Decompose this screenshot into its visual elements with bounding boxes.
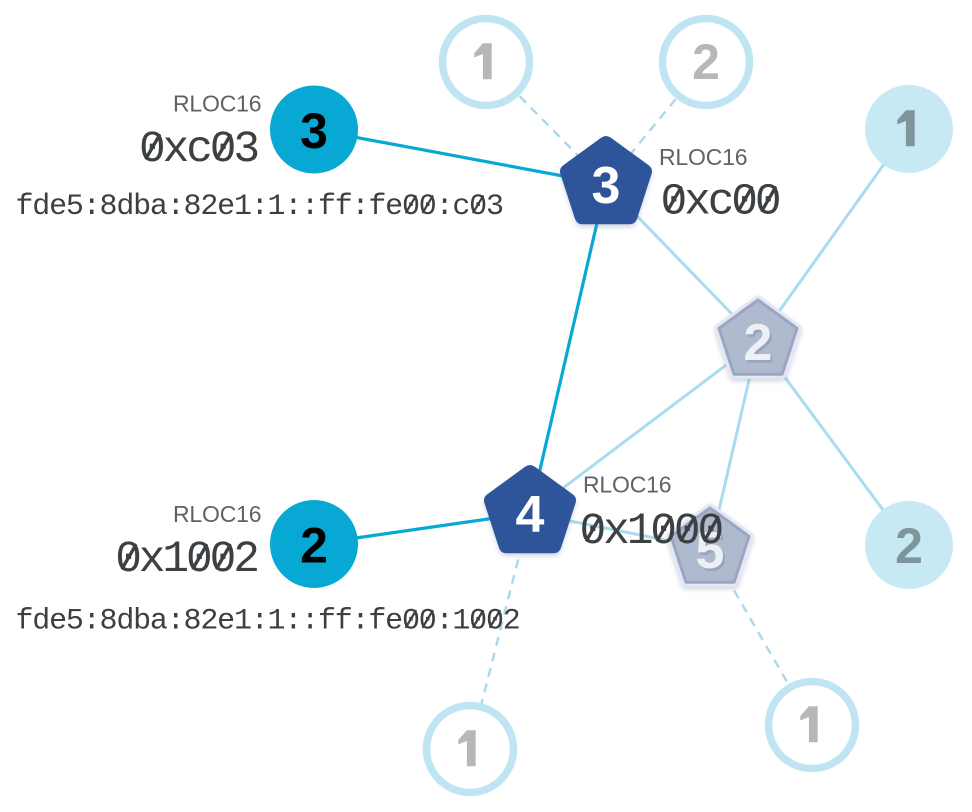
svg-text:2: 2 [300, 517, 328, 573]
svg-text:0x1000: 0x1000 [580, 507, 725, 557]
svg-text:0xc00: 0xc00 [661, 177, 782, 227]
svg-text:fde5:8dba:82e1:1::ff:fe00:c03: fde5:8dba:82e1:1::ff:fe00:c03 [16, 190, 503, 224]
svg-text:3: 3 [300, 103, 328, 159]
svg-text:2: 2 [746, 317, 775, 375]
svg-text:2: 2 [895, 518, 923, 574]
svg-text:0x1002: 0x1002 [115, 535, 260, 585]
svg-text:0xc03: 0xc03 [139, 125, 260, 175]
svg-text:3: 3 [592, 157, 621, 215]
svg-text:5: 5 [698, 525, 727, 583]
svg-text:RLOC16: RLOC16 [173, 91, 262, 117]
svg-text:2: 2 [692, 34, 720, 90]
svg-text:2: 2 [744, 314, 773, 372]
svg-text:RLOC16: RLOC16 [583, 472, 672, 498]
svg-text:RLOC16: RLOC16 [659, 144, 748, 170]
svg-text:RLOC16: RLOC16 [173, 501, 262, 527]
svg-text:4: 4 [516, 486, 545, 544]
svg-text:fde5:8dba:82e1:1::ff:fe00:1002: fde5:8dba:82e1:1::ff:fe00:1002 [16, 605, 520, 639]
